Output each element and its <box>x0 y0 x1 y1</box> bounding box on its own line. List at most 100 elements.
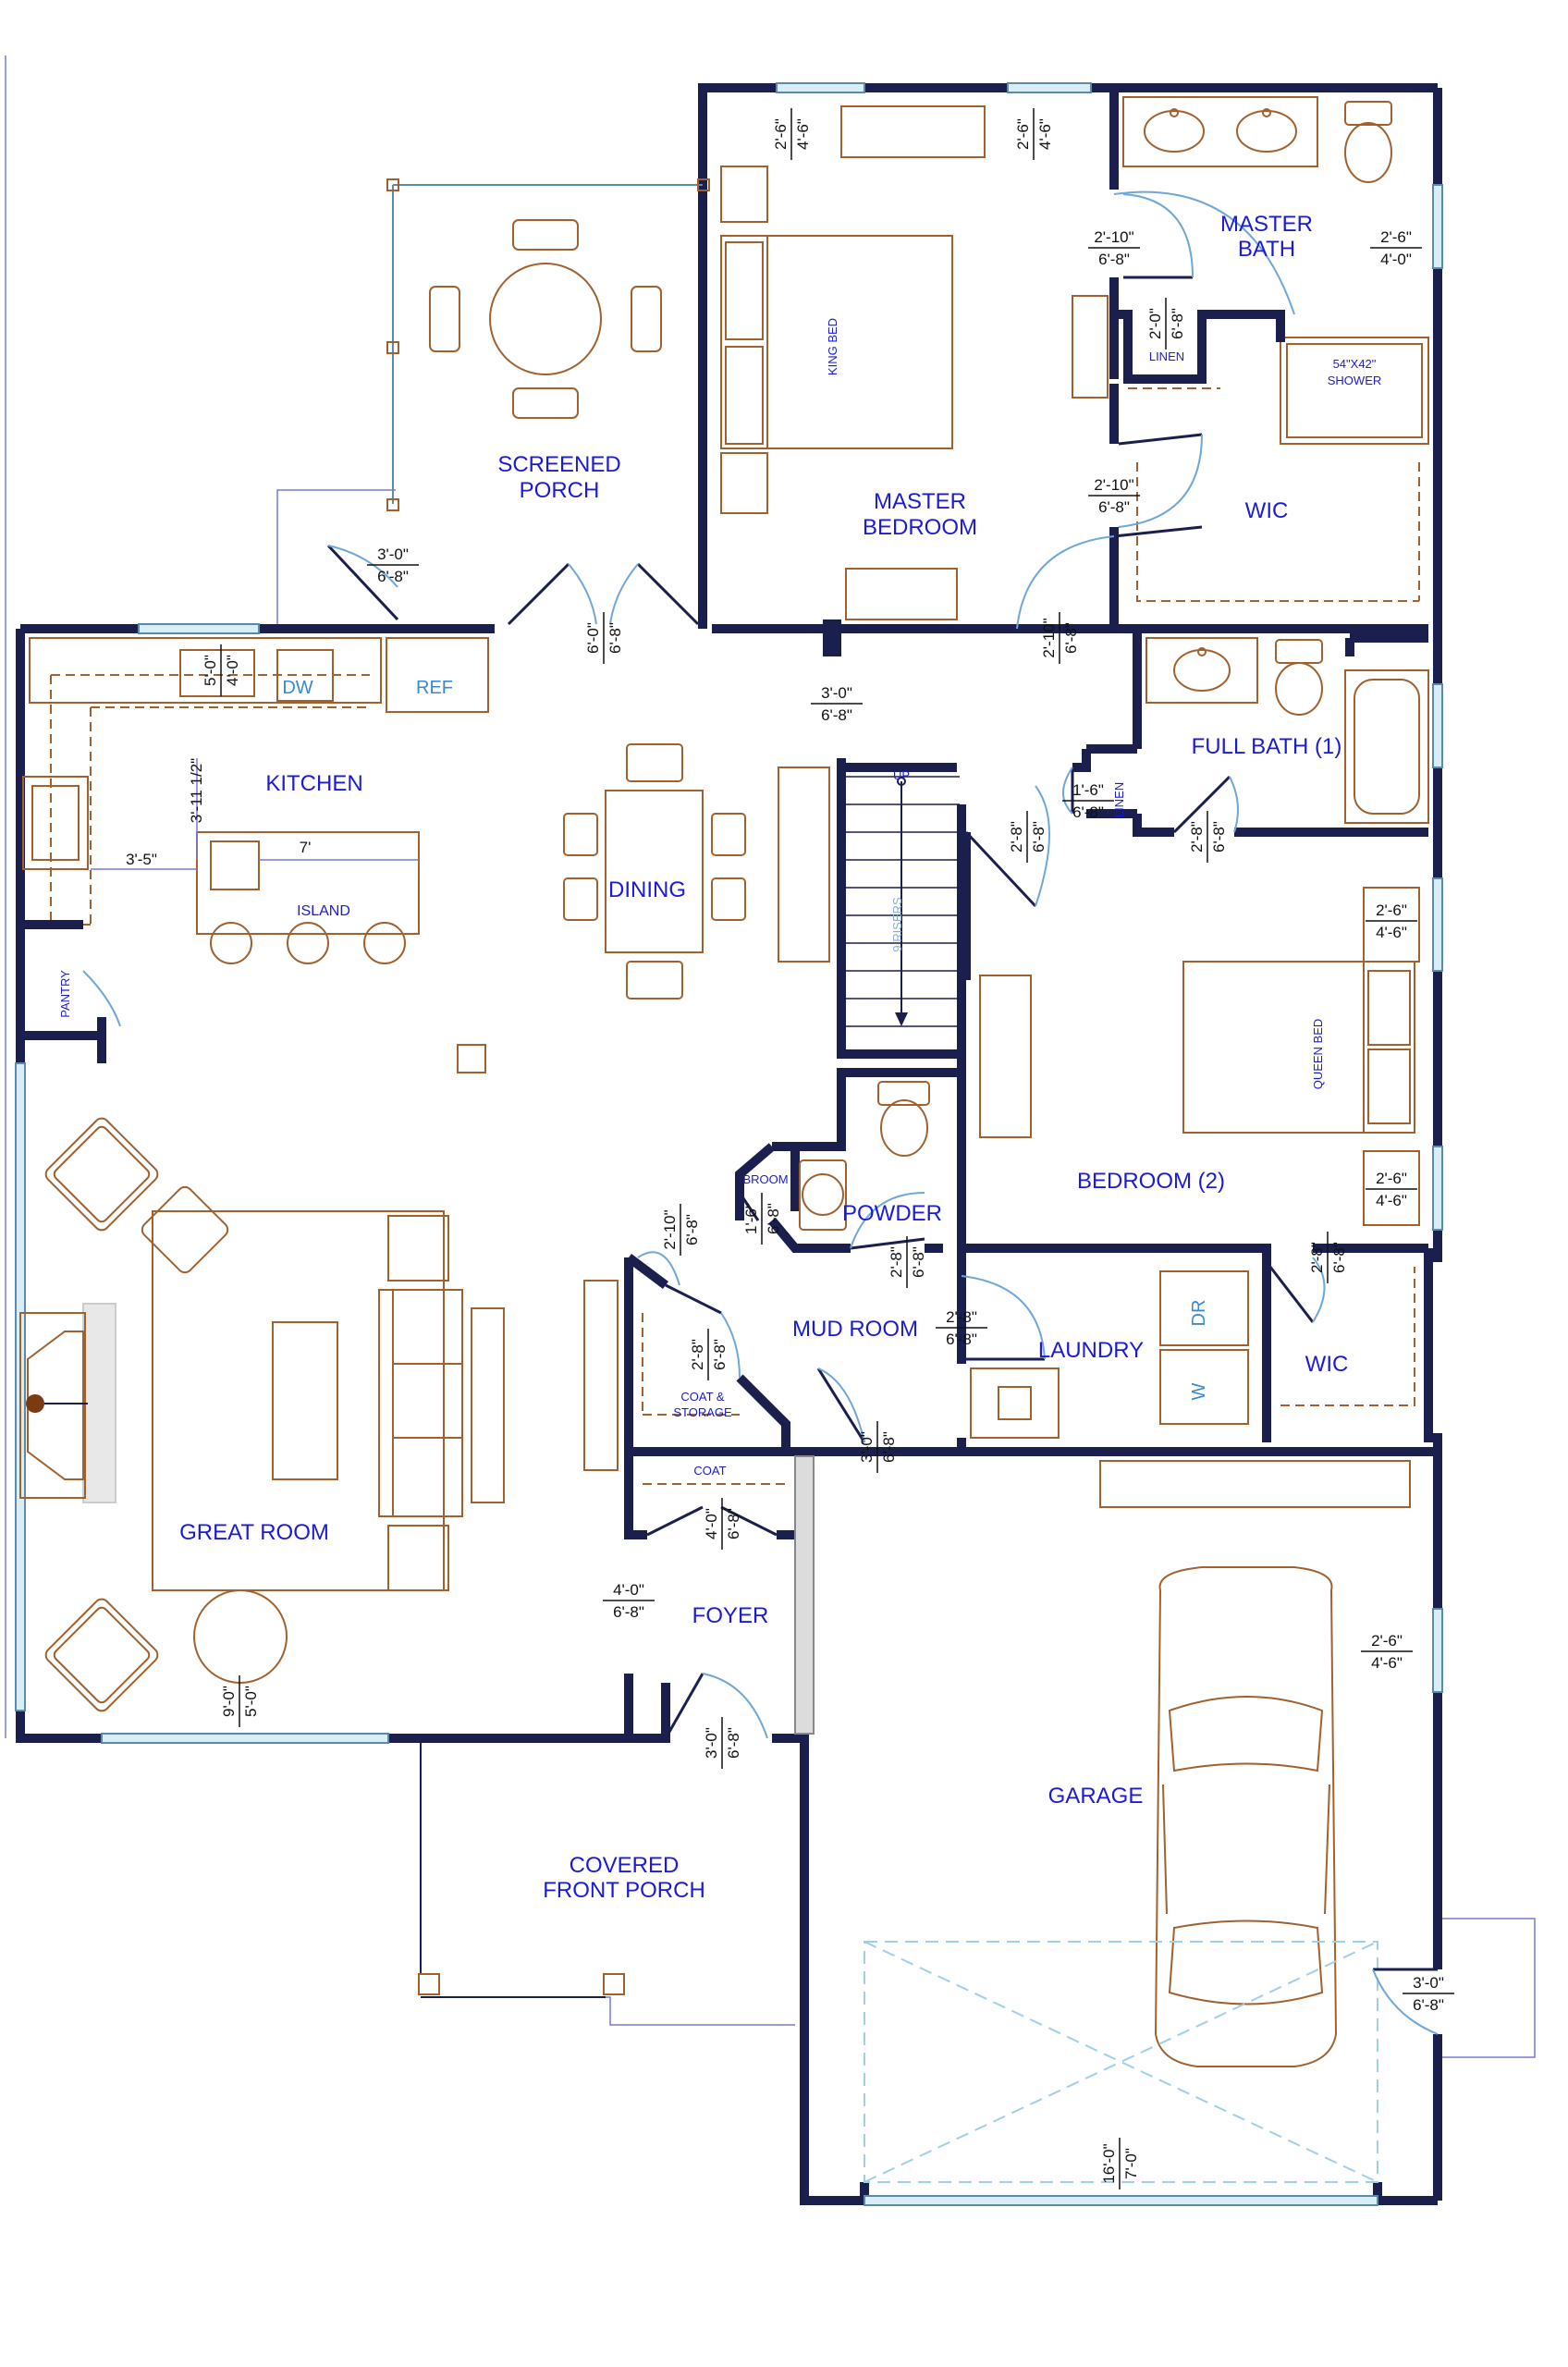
dim-width: 1'-6" <box>1072 781 1104 799</box>
dim-coat_door: 4'-0"6'-8" <box>703 1498 742 1550</box>
dim-width: 3'-0" <box>858 1431 876 1463</box>
dim-width: 2'-6" <box>1014 118 1032 150</box>
label-master-bath-1: MASTER <box>1220 212 1313 237</box>
label-king-bed: KING BED <box>826 318 839 375</box>
label-stair-up: UP <box>893 768 910 782</box>
dim-kitchen_win: 5'-0"4'-0" <box>202 644 241 696</box>
dim-height: 5'-0" <box>242 1686 260 1717</box>
dim-width: 2'-6" <box>772 118 790 150</box>
dim-width: 2'-8" <box>1188 821 1206 852</box>
label-linen-hall: LINEN <box>1112 782 1126 817</box>
great-room-rug <box>152 1210 445 1591</box>
label-dw: DW <box>282 678 312 698</box>
exterior-walls <box>16 83 1442 2205</box>
dryer <box>1159 1270 1249 1346</box>
dim-width: 2'-8" <box>946 1308 977 1326</box>
dim-height: 6'-8" <box>1062 622 1080 654</box>
dim-garage_win: 2'-6"4'-6" <box>1361 1632 1413 1672</box>
dim-garage_entry: 3'-0"6'-8" <box>858 1421 898 1473</box>
window-kitchen <box>138 623 260 634</box>
dim-laundry_door: 2'-8" 6'-8" <box>936 1308 987 1348</box>
porch-post-right <box>603 1973 625 1995</box>
dim-height: 6'-8" <box>1169 308 1186 339</box>
dim-powder_door: 2'-8" 6'-8" <box>888 1236 927 1288</box>
dim-mbath_win: 2'-6"4'-0" <box>1370 228 1422 268</box>
dim-height: 4'-6" <box>1371 1654 1403 1672</box>
dim-bed2_win2: 2'-6"4'-6" <box>1366 1170 1417 1209</box>
car <box>1154 1566 1338 2067</box>
label-queen-bed: QUEEN BED <box>1311 1019 1325 1090</box>
dim-height: 6'-8" <box>946 1331 977 1348</box>
label-pantry: PANTRY <box>58 970 72 1018</box>
label-stair-risers: 9 RISERS <box>890 897 904 952</box>
dim-fullbath_door: 2'-8"6'-8" <box>1188 811 1228 863</box>
shower <box>1280 337 1429 445</box>
guide-lines <box>5 55 1536 2058</box>
kitchen <box>20 623 489 1073</box>
dim-width: 9'-0" <box>220 1686 238 1717</box>
dim-great_win: 9'-0"5'-0" <box>220 1675 260 1727</box>
full-bath <box>1072 624 1443 837</box>
dim-width: 2'-8" <box>888 1246 905 1278</box>
dining <box>563 743 830 1000</box>
kitchen-island <box>196 831 420 935</box>
dim-width: 2'-10" <box>1094 476 1133 494</box>
dim-height: 6'-8" <box>910 1246 927 1278</box>
dim-width: 2'-10" <box>1094 228 1133 246</box>
dim-bed2_hall_door: 2'-8" 6'-8" <box>1008 811 1047 863</box>
great-room <box>15 1062 505 1744</box>
garage <box>864 1460 1443 2206</box>
dim-height: 6'-8" <box>1030 821 1047 852</box>
dim-island_len: 7' <box>300 839 312 856</box>
dim-height: 6'-8" <box>1098 498 1130 516</box>
dim-wic2_door: 2'-8"6'-8" <box>1308 1232 1348 1283</box>
dim-mbath_door: 2'-10"6'-8" <box>1088 228 1140 268</box>
label-full-bath: FULL BATH (1) <box>1192 734 1342 759</box>
dim-width: 16'-0" <box>1100 2143 1118 2183</box>
dim-height: 4'-6" <box>794 118 812 150</box>
label-screened-porch-1: SCREENED <box>497 452 620 477</box>
dim-island_offset: 3'-11 1/2" <box>188 758 205 823</box>
label-island: ISLAND <box>297 903 350 919</box>
dim-height: 6'-8" <box>606 622 624 654</box>
screened-porch <box>386 178 710 511</box>
dim-width: 3'-0" <box>377 546 409 563</box>
washer <box>1159 1349 1249 1425</box>
dim-height: 6'-8" <box>1210 821 1228 852</box>
label-coat-storage-2: STORAGE <box>673 1405 732 1419</box>
dim-width: 1'-6" <box>742 1203 760 1234</box>
dim-width: 2'-10" <box>661 1209 679 1249</box>
dim-mb_win1: 2'-6"4'-6" <box>772 108 812 160</box>
label-washer: W <box>1189 1382 1209 1400</box>
porch-table <box>489 263 602 375</box>
dim-wic_door: 2'-10" 6'-8" <box>1088 476 1140 516</box>
dim-height: 4'-0" <box>1380 251 1412 268</box>
dim-porch_slider: 6'-0"6'-8" <box>584 612 624 664</box>
dim-height: 4'-0" <box>224 655 241 686</box>
dim-width: 2'-6" <box>1376 901 1407 919</box>
dimension-labels: 2'-6"4'-6"2'-6"4'-6"2'-10"6'-8"2'-6"4'-0… <box>126 108 1454 2189</box>
dining-table <box>605 790 704 953</box>
dim-width: 2'-8" <box>1008 821 1025 852</box>
dim-height: 6'-8" <box>683 1214 701 1245</box>
dim-width: 2'-0" <box>1146 308 1164 339</box>
label-linen-master: LINEN <box>1149 350 1184 363</box>
dim-height: 7'-0" <box>1122 2148 1140 2179</box>
bedroom2-wic <box>1262 1248 1433 1442</box>
label-kitchen: KITCHEN <box>265 771 362 796</box>
dim-height: 6'-8" <box>1330 1242 1348 1273</box>
dim-width: 3'-0" <box>703 1727 720 1759</box>
dim-width: 3'-0" <box>821 684 852 702</box>
label-dining: DINING <box>608 877 686 902</box>
label-bedroom-2: BEDROOM (2) <box>1077 1169 1225 1194</box>
dim-width: 6'-0" <box>584 622 602 654</box>
dim-width: 3'-0" <box>1413 1974 1444 1992</box>
label-coat-storage-1: COAT & <box>680 1390 725 1404</box>
dim-mb_win2: 2'-6"4'-6" <box>1014 108 1054 160</box>
dim-height: 6'-8" <box>711 1339 729 1370</box>
label-front-porch-2: FRONT PORCH <box>543 1878 705 1903</box>
dim-width: 2'-6" <box>1376 1170 1407 1187</box>
dim-width: 4'-0" <box>703 1508 720 1539</box>
doors <box>326 193 1439 2035</box>
